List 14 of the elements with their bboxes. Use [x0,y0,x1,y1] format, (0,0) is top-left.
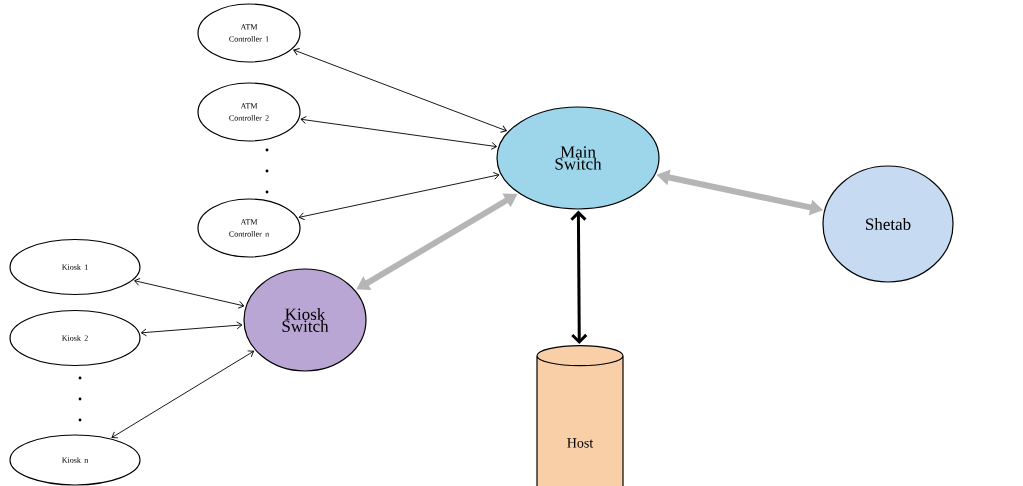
ellipse-node: ATM Controller n [197,198,301,258]
arrow [140,321,243,337]
ellipse-node: Kiosk 1 [9,238,141,296]
ellipse-node: Kiosk 2 [9,309,141,367]
database-cylinder: Host [536,345,624,486]
arrow [298,172,500,221]
arrow [300,116,497,150]
arrow [570,210,588,345]
ellipse-node: ATM Controller 1 [197,3,301,63]
ellipse-node: ATM Controller 2 [197,82,301,142]
arrow [111,350,255,439]
ellipse-node: Kiosk n [9,434,141,486]
arrow [134,277,245,309]
arrow [293,48,507,133]
